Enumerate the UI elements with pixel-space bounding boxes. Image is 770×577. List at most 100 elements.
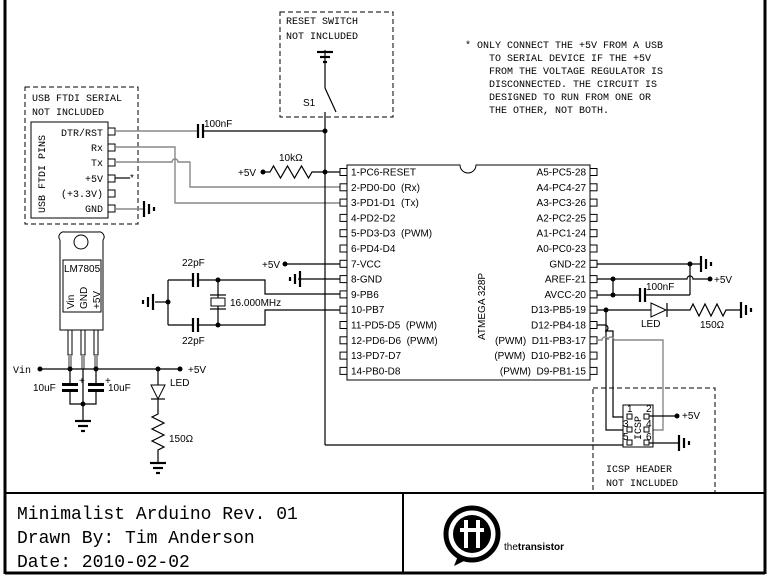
reset-box-title: RESET SWITCH [286, 17, 358, 28]
chip-pin-right [589, 259, 598, 268]
chip-pin-label: 2-PD0-D0 (Rx) [351, 183, 420, 194]
switch-s1 [324, 87, 337, 113]
note: * ONLY CONNECT THE +5V FROM A USB TO SER… [465, 40, 663, 117]
vcc-label: +5V [238, 168, 256, 179]
ftdi-pins-label: USB FTDI PINS [38, 135, 49, 213]
ftdi-subtitle: NOT INCLUDED [32, 108, 104, 119]
chip-pin-right [589, 366, 598, 375]
ground-icon [142, 199, 156, 219]
chip-pin-label: 6-PD4-D4 [351, 244, 396, 255]
chip-pin-label: 8-GND [351, 275, 382, 286]
chip-pin-left [339, 229, 348, 238]
chip-pin-left [339, 290, 348, 299]
chip-pin-label: 12-PD6-D6 (PWM) [351, 336, 438, 347]
led-label: LED [641, 319, 660, 330]
chip-pin-left [339, 305, 348, 314]
ground-icon [677, 433, 691, 453]
chip-pin-label: D13-PB5-19 [531, 305, 586, 316]
drawing-frame [3, 0, 767, 575]
chip-pin-label: AVCC-20 [545, 290, 587, 301]
led-label: LED [170, 378, 189, 389]
power-pins: +5V [262, 260, 340, 289]
note-line: FROM THE VOLTAGE REGULATOR IS [489, 67, 663, 78]
ground-icon [699, 254, 713, 274]
svg-text:thetransistor: thetransistor [504, 542, 564, 553]
reg-pin-label: GND [79, 287, 90, 309]
voltage-regulator: LM7805 Vin GND +5V Vin +5V 10uF + + 10uF… [13, 231, 206, 475]
chip-pin-right [589, 244, 598, 253]
ground-icon [739, 300, 753, 320]
chip-pin-left [339, 213, 348, 222]
chip-pin-label: 7-VCC [351, 259, 381, 270]
resistor-label: 150Ω [169, 434, 194, 445]
chip-pin-label: GND-22 [549, 259, 586, 270]
chip-pin-left [339, 244, 348, 253]
reset-cap-label: 100nF [204, 119, 232, 130]
crystal-label: 16.000MHz [230, 298, 281, 309]
chip-pin-label: 5-PD3-D3 (PWM) [351, 229, 432, 240]
chip-pin-right [589, 336, 598, 345]
chip-pin-label: (PWM) D9-PB1-15 [500, 366, 587, 377]
drawn-by: Drawn By: Tim Anderson [17, 529, 255, 549]
chip-pin-label: 13-PD7-D7 [351, 351, 401, 362]
icsp-subtitle: NOT INCLUDED [606, 479, 678, 490]
note-line: THE OTHER, NOT BOTH. [489, 106, 609, 117]
polarity-mark: + [79, 376, 85, 387]
pin-label: Tx [91, 159, 103, 170]
vin-label: Vin [13, 365, 31, 377]
cap-label: 22pF [182, 336, 205, 347]
cap-label: 22pF [182, 258, 205, 269]
reset-switch-box: RESET SWITCH NOT INCLUDED S1 [279, 11, 394, 118]
chip-pin-right [589, 183, 598, 192]
vcc-label: +5V [682, 411, 700, 422]
polarity-mark: + [105, 376, 111, 387]
icsp-title: ICSP HEADER [606, 465, 672, 476]
chip-pin-right [589, 198, 598, 207]
chip-pin-label: A3-PC3-26 [537, 198, 587, 209]
pin-label: +5V [85, 175, 103, 186]
ground-icon [141, 292, 155, 312]
chip-pin-left [339, 366, 348, 375]
cap-label: 10uF [33, 383, 56, 394]
drawing-title: Minimalist Arduino Rev. 01 [17, 505, 298, 525]
note-line: DISCONNECTED. THE CIRCUIT IS [489, 80, 657, 91]
pin-number: 6 [646, 432, 652, 443]
pin-label: Rx [91, 144, 103, 155]
vcc-label: +5V [714, 275, 732, 286]
pin-number: 5 [623, 432, 629, 443]
pin-label: (+3.3V) [61, 189, 103, 201]
logo-text-light: the [504, 542, 518, 553]
pin-label: DTR/RST [61, 128, 103, 140]
chip-pin-left [339, 259, 348, 268]
chip-pin-left [339, 183, 348, 192]
chip-pin-right [589, 305, 598, 314]
pin-number: 3 [623, 419, 629, 430]
pin-number: 2 [646, 404, 652, 415]
drawing-date: Date: 2010-02-02 [17, 553, 190, 573]
title-block: Minimalist Arduino Rev. 01 Drawn By: Tim… [17, 505, 564, 573]
chip-pin-left [339, 336, 348, 345]
vcc-label: +5V [262, 260, 280, 271]
ftdi-title: USB FTDI SERIAL [32, 94, 122, 105]
note-line: TO SERIAL DEVICE IF THE +5V [489, 54, 651, 65]
chip-pin-label: (PWM) D11-PB3-17 [495, 336, 586, 347]
resistor-10k [263, 164, 340, 180]
chip-pin-right [589, 351, 598, 360]
ftdi-pins: DTR/RST Rx Tx +5V (+3.3V) GND [61, 127, 116, 216]
chip-pin-label: A4-PC4-27 [537, 183, 587, 194]
note-line: DESIGNED TO RUN FROM ONE OR [489, 93, 651, 104]
chip-pin-label: 10-PB7 [351, 305, 385, 316]
chip-pin-right [589, 321, 598, 329]
resistor-label: 10kΩ [279, 153, 303, 164]
pin-number: 4 [646, 419, 652, 430]
chip-pin-label: 9-PB6 [351, 290, 379, 301]
chip-pin-label: A0-PC0-23 [537, 244, 587, 255]
chip-pin-label: 11-PD5-D5 (PWM) [351, 321, 437, 332]
chip-pin-label: A1-PC1-24 [537, 229, 587, 240]
chip-pin-right [589, 229, 598, 238]
reset-box-subtitle: NOT INCLUDED [286, 32, 358, 43]
icsp-header: ICSP 1 2 3 4 5 6 +5V ICSP HEADER NOT INC… [592, 387, 716, 494]
chip-pin-right [589, 275, 598, 284]
crystal-circuit: 22pF 22pF 16.000MHz [141, 258, 340, 347]
